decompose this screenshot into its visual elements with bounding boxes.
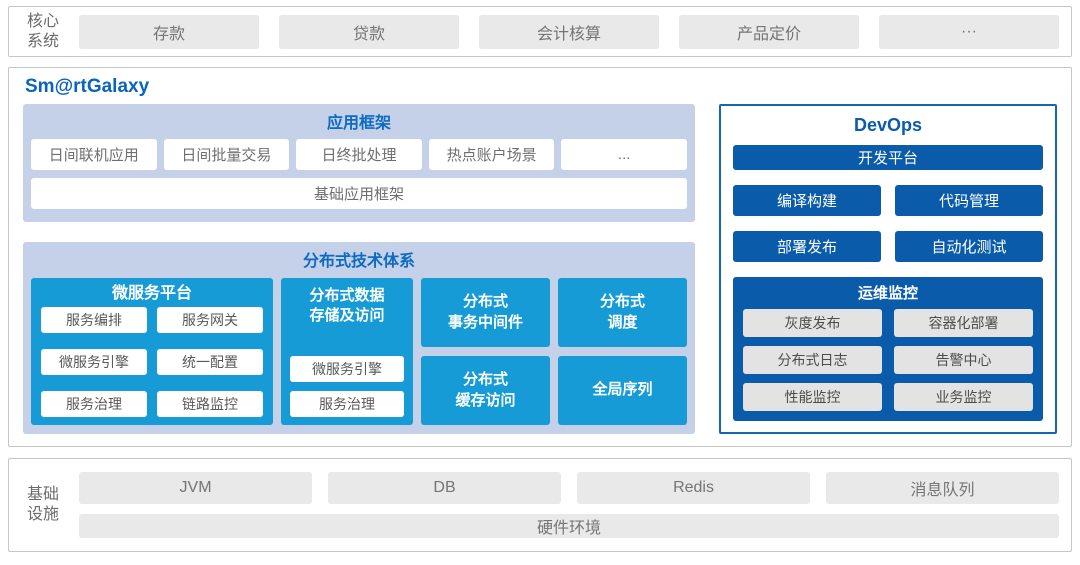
infra-item-db: DB bbox=[328, 472, 562, 504]
chip-distributed-log: 分布式日志 bbox=[743, 346, 882, 374]
core-system-item-deposit: 存款 bbox=[79, 14, 260, 49]
deploy-release-box: 部署发布 bbox=[733, 231, 881, 262]
dev-platform-box: 开发平台 bbox=[733, 145, 1043, 170]
chip-unified-config: 统一配置 bbox=[157, 349, 263, 375]
data-storage-chips: 微服务引擎 服务治理 bbox=[290, 356, 404, 417]
chip-alert-center: 告警中心 bbox=[894, 346, 1033, 374]
data-storage-title: 分布式数据 存储及访问 bbox=[309, 287, 385, 324]
app-item-daytime-batch: 日间批量交易 bbox=[163, 139, 290, 170]
core-systems-label: 核心 系统 bbox=[27, 12, 60, 50]
infra-item-redis: Redis bbox=[577, 472, 811, 504]
chip-service-orchestration: 服务编排 bbox=[41, 307, 147, 333]
code-management-box: 代码管理 bbox=[895, 185, 1043, 216]
app-item-more: ... bbox=[561, 139, 687, 170]
distributed-stack-col-1: 分布式 事务中间件 分布式 缓存访问 bbox=[421, 278, 550, 425]
chip-storage-service-governance: 服务治理 bbox=[290, 391, 404, 417]
microservice-platform-box: 微服务平台 服务编排 服务网关 微服务引擎 统一配置 服务治理 链路监控 bbox=[31, 278, 273, 425]
ops-monitoring-title: 运维监控 bbox=[857, 285, 918, 302]
devops-title: DevOps bbox=[853, 115, 923, 135]
distributed-tech-grid: 微服务平台 服务编排 服务网关 微服务引擎 统一配置 服务治理 链路监控 分布式… bbox=[31, 278, 687, 425]
global-sequence-box: 全局序列 bbox=[558, 356, 687, 425]
distributed-tech-title: 分布式技术体系 bbox=[302, 253, 415, 270]
chip-gray-release: 灰度发布 bbox=[743, 309, 882, 337]
data-storage-box: 分布式数据 存储及访问 微服务引擎 服务治理 bbox=[281, 278, 413, 425]
microservice-chip-grid: 服务编排 服务网关 微服务引擎 统一配置 服务治理 链路监控 bbox=[41, 307, 263, 417]
scheduling-box: 分布式 调度 bbox=[558, 278, 687, 347]
core-system-item-more: ··· bbox=[879, 14, 1060, 49]
smart-galaxy-left-column: 应用框架 日间联机应用 日间批量交易 日终批处理 热点账户场景 ... 基础应用… bbox=[23, 104, 695, 434]
smart-galaxy-title: Sm@rtGalaxy bbox=[25, 76, 150, 97]
transaction-middleware-box: 分布式 事务中间件 bbox=[421, 278, 550, 347]
app-item-daytime-online: 日间联机应用 bbox=[31, 139, 157, 170]
chip-storage-microservice-engine: 微服务引擎 bbox=[290, 356, 404, 382]
chip-microservice-engine: 微服务引擎 bbox=[41, 349, 147, 375]
infrastructure-row: JVM DB Redis 消息队列 bbox=[79, 472, 1060, 504]
chip-container-deploy: 容器化部署 bbox=[894, 309, 1033, 337]
app-item-eod-batch: 日终批处理 bbox=[296, 139, 422, 170]
automated-testing-box: 自动化测试 bbox=[895, 231, 1043, 262]
infra-item-jvm: JVM bbox=[79, 472, 313, 504]
ops-monitoring-box: 运维监控 灰度发布 容器化部署 分布式日志 告警中心 性能监控 业务监控 bbox=[733, 277, 1043, 421]
chip-service-governance: 服务治理 bbox=[41, 391, 147, 417]
infrastructure-section: 基础 设施 JVM DB Redis 消息队列 硬件环境 bbox=[8, 458, 1072, 552]
chip-trace-monitor: 链路监控 bbox=[157, 391, 263, 417]
infrastructure-label: 基础 设施 bbox=[27, 486, 60, 523]
base-app-framework-box: 基础应用框架 bbox=[31, 178, 687, 209]
distributed-stack-col-2: 分布式 调度 全局序列 bbox=[558, 278, 687, 425]
chip-business-monitor: 业务监控 bbox=[894, 383, 1033, 411]
app-framework-panel: 应用框架 日间联机应用 日间批量交易 日终批处理 热点账户场景 ... 基础应用… bbox=[23, 104, 695, 222]
core-system-item-accounting: 会计核算 bbox=[479, 14, 660, 49]
smart-galaxy-content: 应用框架 日间联机应用 日间批量交易 日终批处理 热点账户场景 ... 基础应用… bbox=[23, 104, 1057, 434]
distributed-tech-panel: 分布式技术体系 微服务平台 服务编排 服务网关 微服务引擎 统一配置 服务治理 … bbox=[23, 242, 695, 434]
smart-galaxy-section: Sm@rtGalaxy 应用框架 日间联机应用 日间批量交易 日终批处理 热点账… bbox=[8, 67, 1072, 447]
devops-row-2: 部署发布 自动化测试 bbox=[733, 231, 1043, 262]
app-framework-title: 应用框架 bbox=[326, 115, 391, 132]
core-system-item-loan: 贷款 bbox=[279, 14, 460, 49]
devops-panel: DevOps 开发平台 编译构建 代码管理 部署发布 自动化测试 运维监控 灰度… bbox=[719, 104, 1057, 434]
core-systems-section: 核心 系统 存款 贷款 会计核算 产品定价 ··· bbox=[8, 6, 1072, 57]
microservice-platform-title: 微服务平台 bbox=[111, 285, 192, 302]
core-system-item-pricing: 产品定价 bbox=[679, 14, 860, 49]
infra-item-mq: 消息队列 bbox=[826, 472, 1060, 504]
cache-access-box: 分布式 缓存访问 bbox=[421, 356, 550, 425]
app-framework-row: 日间联机应用 日间批量交易 日终批处理 热点账户场景 ... bbox=[31, 139, 687, 170]
chip-performance-monitor: 性能监控 bbox=[743, 383, 882, 411]
ops-monitoring-grid: 灰度发布 容器化部署 分布式日志 告警中心 性能监控 业务监控 bbox=[743, 309, 1033, 411]
hardware-environment-box: 硬件环境 bbox=[79, 514, 1059, 538]
devops-row-1: 编译构建 代码管理 bbox=[733, 185, 1043, 216]
build-box: 编译构建 bbox=[733, 185, 881, 216]
chip-service-gateway: 服务网关 bbox=[157, 307, 263, 333]
app-item-hot-account: 热点账户场景 bbox=[428, 139, 555, 170]
infrastructure-rows: JVM DB Redis 消息队列 硬件环境 bbox=[79, 472, 1060, 538]
